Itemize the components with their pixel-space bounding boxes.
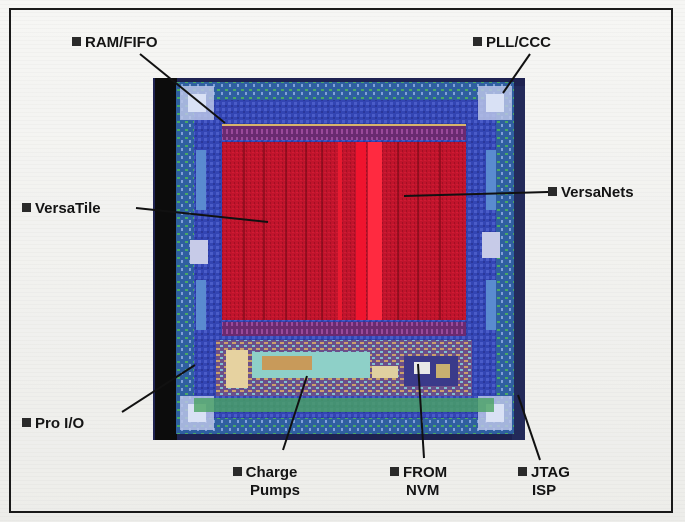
leader-from-nvm (417, 363, 425, 459)
die-right-strip (512, 86, 525, 440)
leader-jtag-isp (517, 394, 541, 461)
bullet-square (72, 37, 81, 46)
leader-pll-ccc (502, 53, 531, 94)
label-charge-pumps: Charge Pumps (230, 464, 300, 500)
bullet-square (473, 37, 482, 46)
label-pll-ccc: PLL/CCC (473, 34, 551, 52)
label-versatile: VersaTile (22, 200, 101, 218)
leader-charge-pumps (282, 375, 308, 451)
bullet-square (22, 203, 31, 212)
bullet-square (390, 467, 399, 476)
leader-pro-io (121, 364, 196, 413)
versanet-spine-2 (368, 142, 382, 320)
bullet-square (548, 187, 557, 196)
label-ram-fifo: RAM/FIFO (72, 34, 158, 52)
die-left-strip (155, 78, 177, 440)
diagram-frame (9, 8, 673, 513)
versanet-spine-1 (356, 142, 366, 320)
leader-versanets (403, 191, 549, 197)
label-versanets: VersaNets (548, 184, 634, 202)
bullet-square (232, 467, 242, 476)
label-pro-io: Pro I/O (22, 415, 84, 433)
ram-row-top (222, 126, 466, 140)
versatile-core (222, 142, 466, 320)
leader-ram-fifo (139, 53, 226, 124)
ram-row-bottom (222, 322, 466, 336)
bullet-square (518, 467, 527, 476)
label-jtag-isp: JTAG ISP (518, 464, 570, 500)
label-from-nvm: FROM NVM (390, 464, 447, 500)
bullet-square (22, 418, 31, 427)
leader-versatile (135, 207, 269, 223)
